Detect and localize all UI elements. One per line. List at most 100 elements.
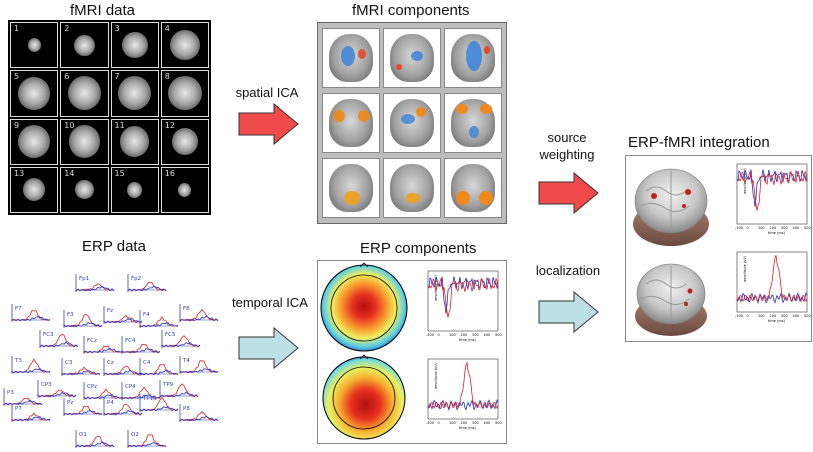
slice-number: 8 <box>164 72 170 82</box>
plot-xtick: 100 <box>449 421 456 425</box>
erp-components-panel: amplitude (uV) -100 0 100 200 300 400 500 time (… <box>317 260 507 444</box>
brain-axial-1 <box>444 28 502 88</box>
plot-xlabel: time (ms) <box>768 319 786 323</box>
electrode-erp-trace: P7 <box>11 404 51 422</box>
plot-xtick: -100 <box>735 226 743 230</box>
plot-xtick: 0 <box>438 421 440 425</box>
plot-xtick: 400 <box>484 333 491 337</box>
plot-xtick: -100 <box>426 333 434 337</box>
electrode-erp-trace: Pz <box>63 398 103 416</box>
slice-number: 9 <box>14 120 20 130</box>
slice-number: 6 <box>64 72 70 82</box>
temporal-ica-label: temporal ICA <box>232 295 308 310</box>
electrode-label: Cz <box>107 360 114 366</box>
plot-xtick: -100 <box>735 314 743 318</box>
fmri-slice: 4 <box>160 22 209 69</box>
plot-xlabel: time (ms) <box>459 426 477 430</box>
erp-components-figure: amplitude (uV) -100 0 100 200 300 400 500 time (… <box>320 262 502 440</box>
temporal-ica-arrow <box>238 327 299 369</box>
electrode-label: FC3 <box>43 332 54 338</box>
slice-number: 15 <box>114 168 125 178</box>
plot-xtick: 200 <box>770 314 777 318</box>
electrode-erp-trace: FC5 <box>161 330 201 348</box>
fmri-slice: 1 <box>10 22 59 69</box>
integration-title: ERP-fMRI integration <box>628 134 770 151</box>
localization-label: localization <box>535 263 601 278</box>
fmri-slice: 7 <box>110 70 159 117</box>
plot-xtick: 100 <box>758 226 765 230</box>
electrode-label: FCz <box>87 338 97 344</box>
plot-xtick: 100 <box>758 314 765 318</box>
brain-coronal-3 <box>322 158 380 218</box>
electrode-label: Fz <box>107 308 113 314</box>
fmri-slice: 3 <box>110 22 159 69</box>
plot-xtick: 400 <box>484 421 491 425</box>
plot-ylabel: amplitude (uV) <box>434 274 438 301</box>
fmri-slice: 16 <box>160 166 209 213</box>
electrode-erp-trace: C4 <box>139 358 179 376</box>
electrode-label: F3 <box>67 312 74 318</box>
fmri-slice: 12 <box>160 118 209 165</box>
electrode-label: P4 <box>107 400 114 406</box>
plot-xtick: 400 <box>793 314 800 318</box>
fmri-slice: 8 <box>160 70 209 117</box>
electrode-erp-trace: TP9 <box>159 380 199 398</box>
brain-axial-3 <box>444 158 502 218</box>
electrode-label: Pz <box>67 400 73 406</box>
electrode-erp-trace: P3 <box>3 388 43 406</box>
electrode-label: O2 <box>131 432 139 438</box>
electrode-erp-trace: C3 <box>61 358 101 376</box>
fmri-data-title: fMRI data <box>70 2 136 19</box>
brain-sagittal-3 <box>383 158 441 218</box>
source-label: source <box>547 130 587 145</box>
component-row-3 <box>322 158 502 218</box>
electrode-erp-trace: FCz <box>83 336 123 354</box>
electrode-label: T3 <box>14 358 22 364</box>
brain-axial-2 <box>444 93 502 153</box>
electrode-erp-trace: CP3 <box>37 380 77 398</box>
electrode-label: Fp1 <box>79 276 89 282</box>
electrode-label: TP10 <box>142 396 157 402</box>
electrode-label: CPz <box>87 384 97 390</box>
electrode-label: C3 <box>65 360 73 366</box>
electrode-erp-trace: FC3 <box>39 330 79 348</box>
electrode-erp-trace: O2 <box>127 430 167 448</box>
plot-xtick: 500 <box>495 421 502 425</box>
fmri-slice: 15 <box>110 166 159 213</box>
plot-xtick: 500 <box>804 226 811 230</box>
electrode-label: C4 <box>143 360 151 366</box>
slice-number: 5 <box>14 72 20 82</box>
electrode-erp-trace: CPz <box>83 382 123 400</box>
topomap-1 <box>320 264 408 352</box>
fmri-slice: 14 <box>60 166 109 213</box>
electrode-label: O1 <box>79 432 87 438</box>
plot-xtick: 0 <box>747 314 749 318</box>
brain-sagittal-2 <box>383 93 441 153</box>
electrode-erp-trace: T3 <box>11 356 51 374</box>
plot-xtick: 0 <box>747 226 749 230</box>
plot-xtick: 400 <box>793 226 800 230</box>
electrode-label: CP3 <box>41 382 52 388</box>
plot-xtick: 300 <box>781 314 788 318</box>
plot-xtick: 100 <box>449 333 456 337</box>
electrode-label: TP9 <box>162 382 174 388</box>
electrode-label: Fp2 <box>131 276 141 282</box>
electrode-label: F4 <box>143 312 150 318</box>
erp-data-title: ERP data <box>82 238 146 255</box>
brain-coronal-2 <box>322 93 380 153</box>
plot-xtick: 200 <box>461 421 468 425</box>
slice-number: 1 <box>14 24 20 33</box>
fmri-slice: 5 <box>10 70 59 117</box>
slice-number: 4 <box>164 24 170 33</box>
electrode-label: FC5 <box>165 332 176 338</box>
plot-xtick: -100 <box>426 421 434 425</box>
slice-number: 12 <box>164 120 175 130</box>
electrode-erp-trace: Cz <box>103 358 143 376</box>
plot-xtick: 300 <box>472 333 479 337</box>
